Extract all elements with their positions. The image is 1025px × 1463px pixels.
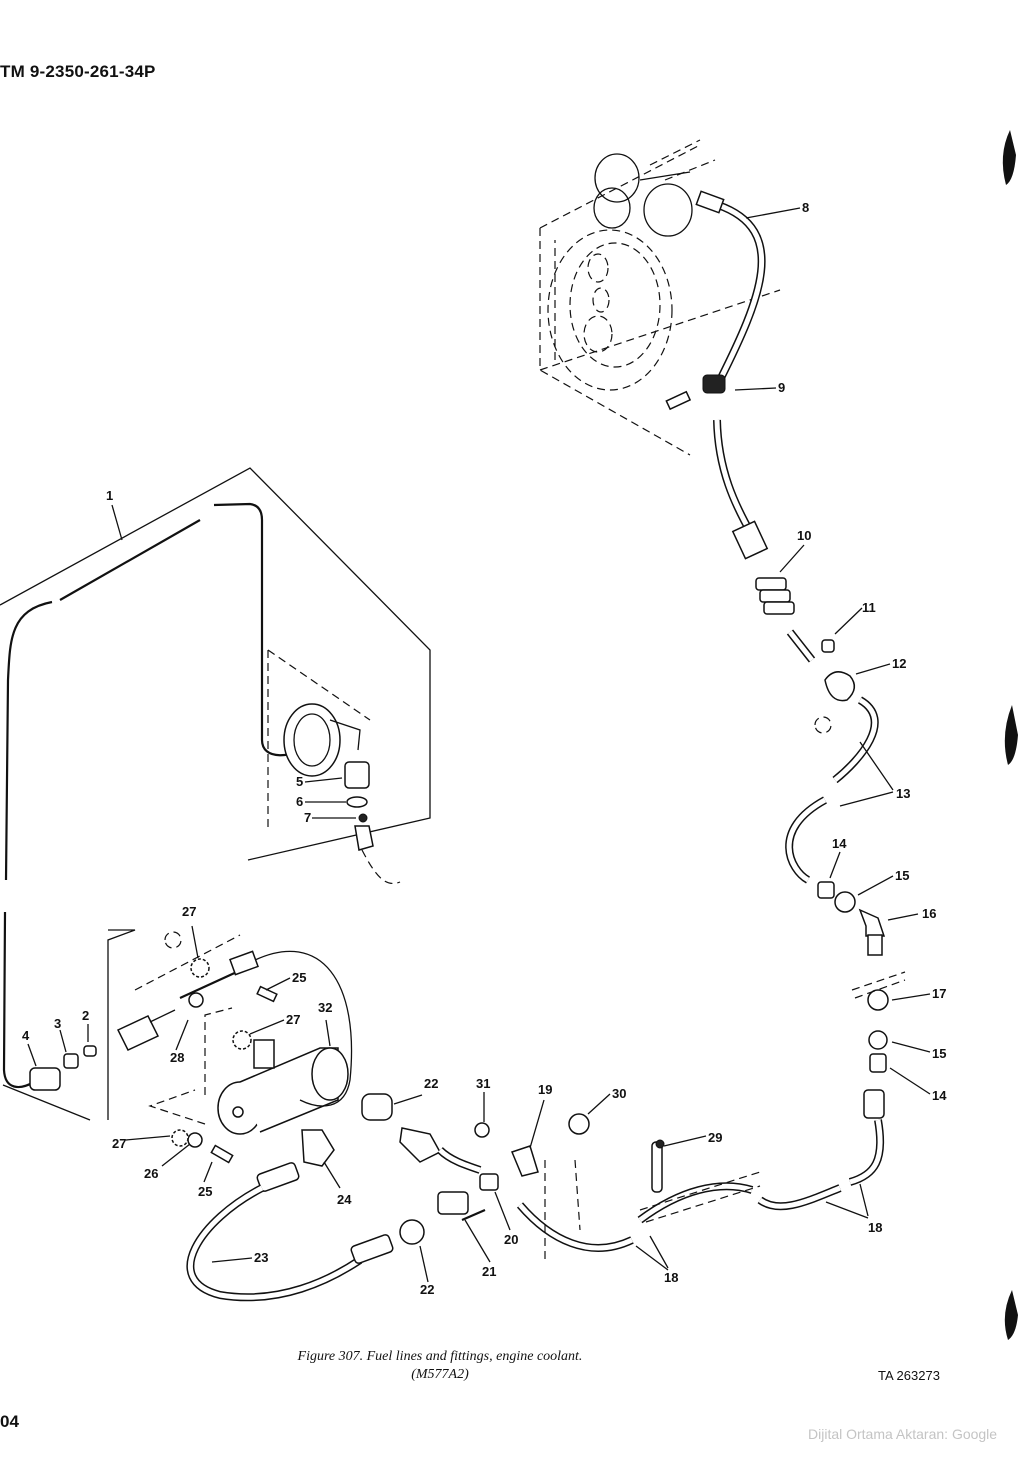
fittings-19-to-22 (361, 1093, 665, 1245)
callout-27a: 27 (182, 904, 196, 919)
callout-19: 19 (538, 1082, 552, 1097)
callout-14: 14 (832, 836, 847, 851)
fittings-5-6-7 (344, 761, 401, 884)
hose-lower-8 (713, 419, 769, 560)
callout-6: 6 (296, 794, 303, 809)
callout-20: 20 (504, 1232, 518, 1247)
callout-17: 17 (932, 986, 946, 1001)
pump-assembly (116, 934, 353, 1167)
callout-2: 2 (82, 1008, 89, 1023)
hose-18 (516, 1089, 885, 1260)
fitting-10 (755, 577, 795, 615)
callout-8: 8 (802, 200, 809, 215)
callout-16: 16 (922, 906, 936, 921)
callout-7: 7 (304, 810, 311, 825)
callout-25a: 25 (292, 970, 306, 985)
callout-22b: 22 (420, 1282, 434, 1297)
callout-15: 15 (895, 868, 909, 883)
engine-block-phantom (539, 139, 781, 456)
callout-3: 3 (54, 1016, 61, 1031)
leader-lines (27, 207, 931, 1283)
callout-22a: 22 (424, 1076, 438, 1091)
callout-21: 21 (482, 1264, 496, 1279)
callout-27c: 27 (112, 1136, 126, 1151)
caption-line-1: Figure 307. Fuel lines and fittings, eng… (297, 1349, 583, 1364)
hose-23 (186, 1162, 394, 1302)
callout-18a: 18 (868, 1220, 882, 1235)
callout-18b: 18 (664, 1270, 678, 1285)
fuel-tube-1 (0, 467, 431, 1121)
punch-mark (1004, 705, 1018, 765)
callout-15b: 15 (932, 1046, 946, 1061)
callout-4: 4 (22, 1028, 30, 1043)
document-number: TM 9-2350-261-34P (0, 62, 156, 81)
callout-29: 29 (708, 1130, 722, 1145)
callout-11: 11 (862, 600, 876, 615)
callout-9: 9 (778, 380, 785, 395)
callout-10: 10 (797, 528, 811, 543)
callout-12: 12 (892, 656, 906, 671)
callout-13: 13 (896, 786, 910, 801)
callout-1: 1 (106, 488, 113, 503)
punch-mark (1004, 1290, 1018, 1340)
fittings-14-15-16 (817, 881, 906, 1073)
digitization-credit: Dijital Ortama Aktaran: Google (808, 1426, 998, 1442)
callout-30: 30 (612, 1086, 626, 1101)
callout-28: 28 (170, 1050, 184, 1065)
callout-27b: 27 (286, 1012, 300, 1027)
page-number: 04 (0, 1412, 19, 1431)
ta-number: TA 263273 (878, 1368, 940, 1383)
callout-5: 5 (296, 774, 303, 789)
callout-14b: 14 (932, 1088, 947, 1103)
callout-31: 31 (476, 1076, 490, 1091)
clamp-9 (665, 374, 726, 411)
callout-25b: 25 (198, 1184, 212, 1199)
hose-13 (785, 629, 879, 884)
callout-26: 26 (144, 1166, 158, 1181)
callout-labels: 1 2 3 4 5 6 7 8 9 10 11 12 13 14 15 16 1… (22, 200, 947, 1297)
lock-washers-27 (164, 931, 252, 1147)
figure-caption: Figure 307. Fuel lines and fittings, eng… (230, 1348, 650, 1384)
punch-mark (1002, 130, 1016, 185)
caption-line-2: (M577A2) (411, 1367, 469, 1382)
callout-32: 32 (318, 1000, 332, 1015)
hose-8 (695, 190, 766, 382)
callout-23: 23 (254, 1250, 268, 1265)
callout-24: 24 (337, 1192, 352, 1207)
